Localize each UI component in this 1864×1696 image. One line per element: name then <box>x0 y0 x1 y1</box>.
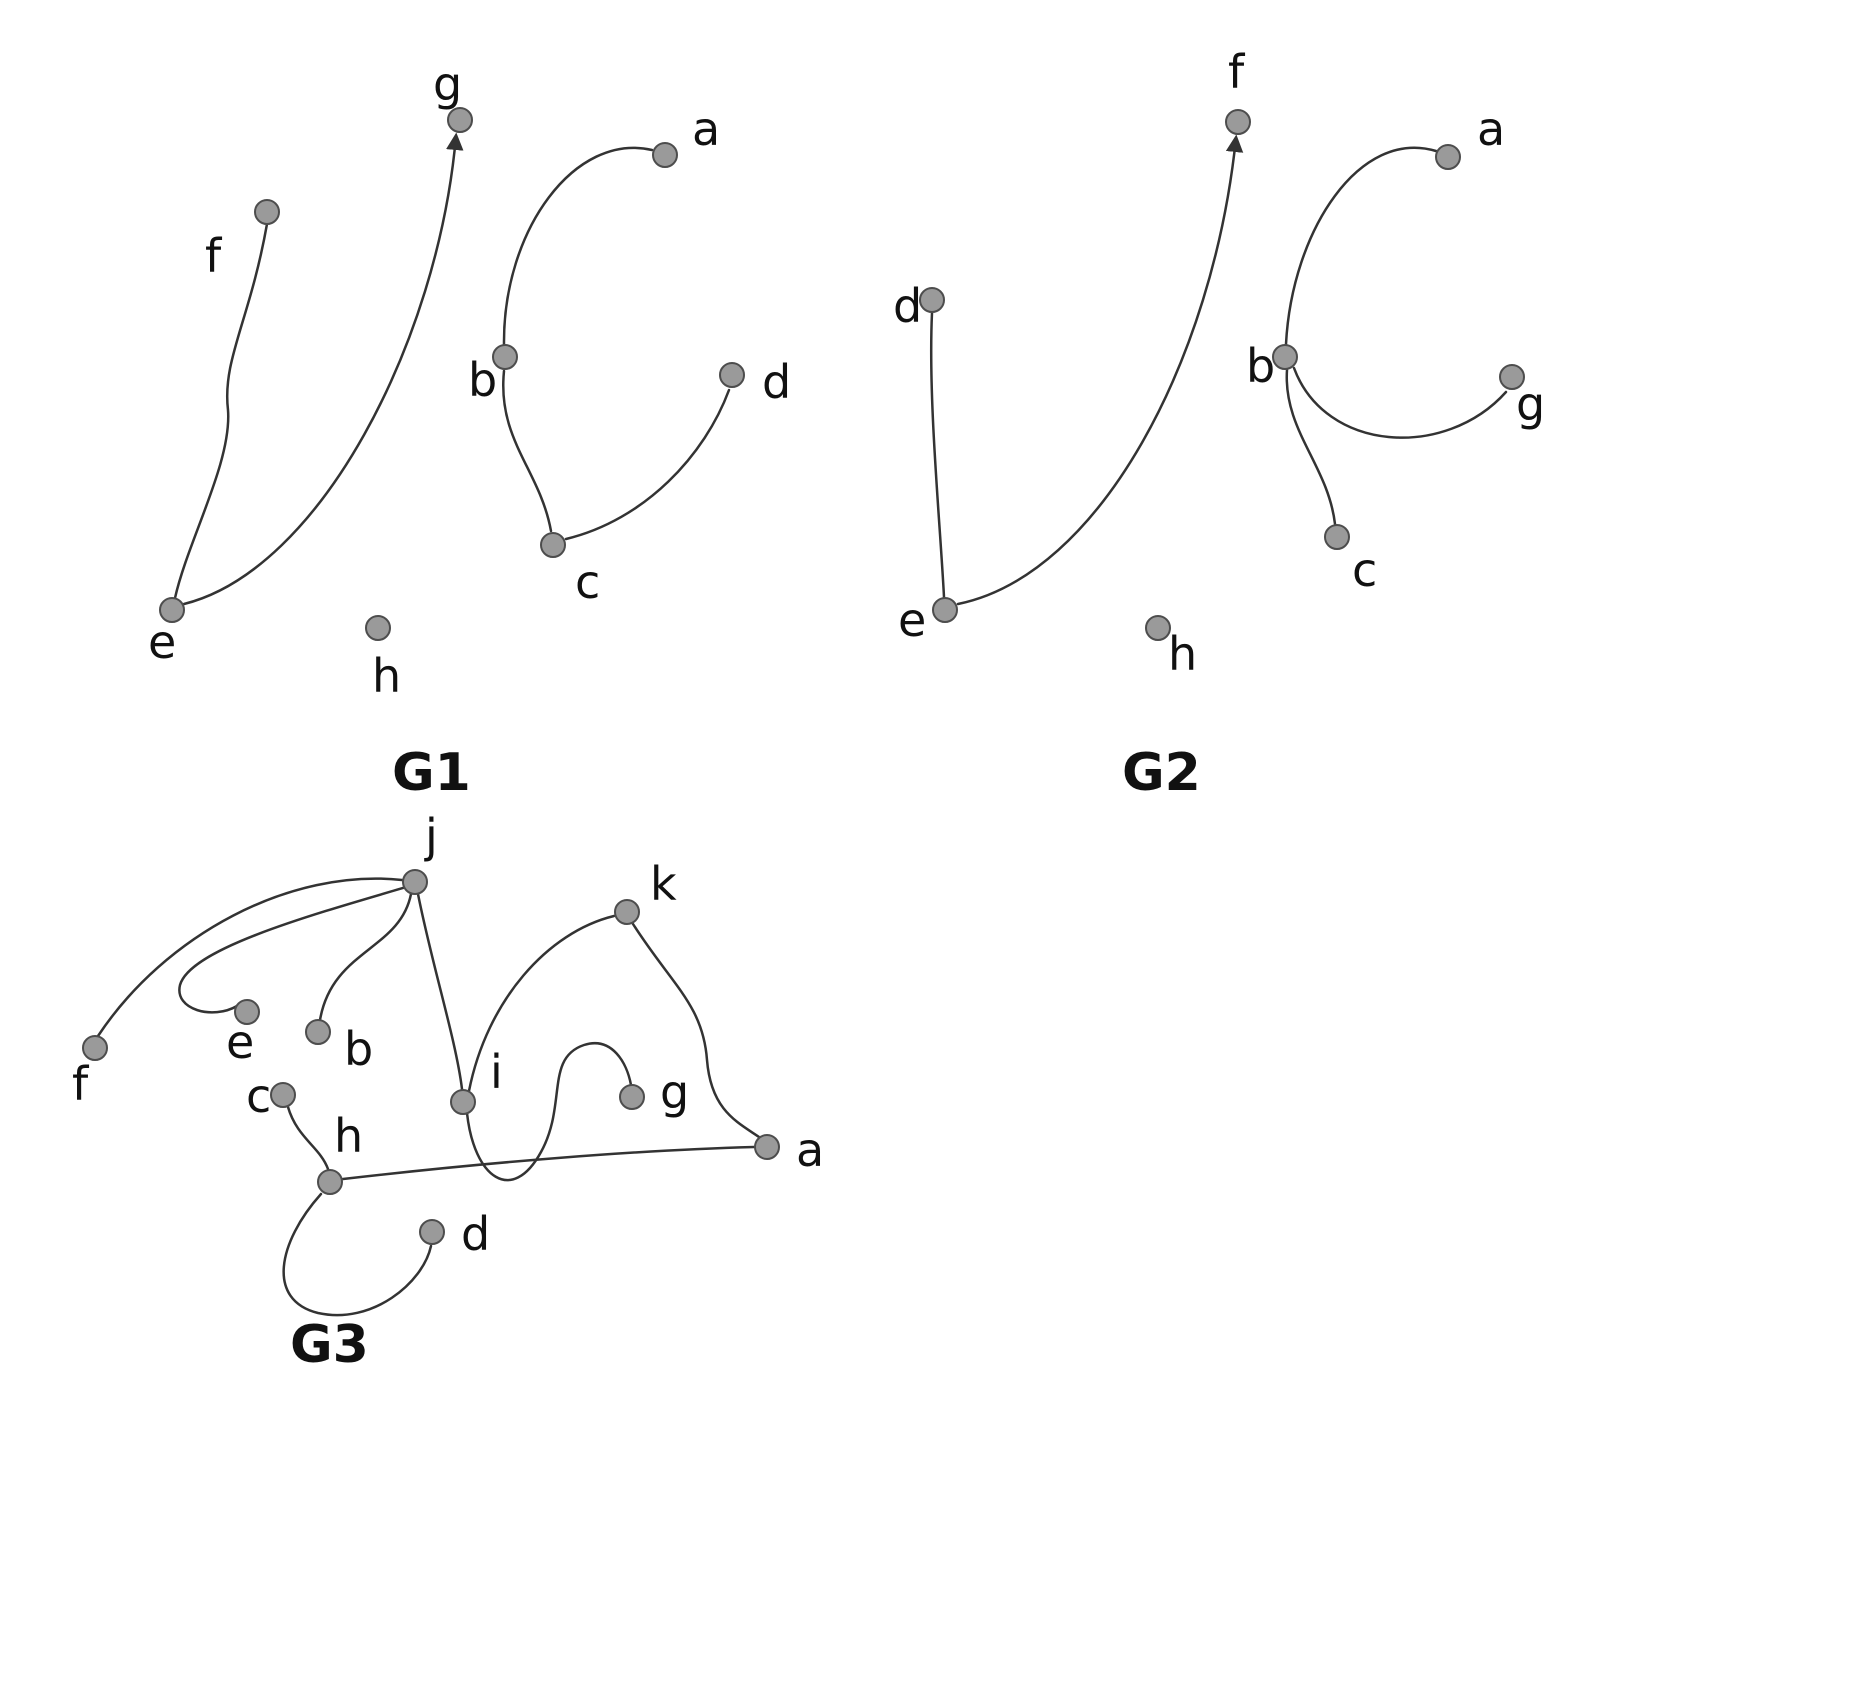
node-g3-k <box>614 899 640 925</box>
node-g2-c <box>1324 524 1350 550</box>
edge-g1-a-b <box>502 146 654 346</box>
edge-g3-j-b <box>318 892 413 1022</box>
node-g2-f <box>1225 109 1251 135</box>
node-label-g3-j: j <box>424 809 438 863</box>
node-g3-b <box>305 1019 331 1045</box>
edge-g2-b-c <box>1285 368 1337 526</box>
node-label-g1-e: e <box>148 615 176 669</box>
edge-g1-f-e <box>173 222 269 600</box>
edge-g3-c-h <box>286 1105 330 1171</box>
node-label-g3-i: i <box>490 1045 503 1099</box>
node-label-g3-d: d <box>461 1207 490 1261</box>
node-label-g1-c: c <box>575 555 600 609</box>
edge-g3-h-d <box>282 1192 433 1317</box>
node-label-g1-h: h <box>372 649 401 703</box>
graph-g1: g f a b d c e hG1 <box>148 57 791 803</box>
node-g2-a <box>1435 144 1461 170</box>
edge-g1-c-d <box>564 388 731 541</box>
node-g3-g <box>619 1084 645 1110</box>
node-g1-e <box>159 597 185 623</box>
node-g3-c <box>270 1082 296 1108</box>
edge-g2-b-g <box>1292 366 1508 439</box>
node-label-g2-g: g <box>1516 377 1545 431</box>
node-label-g1-f: f <box>205 229 223 283</box>
node-g1-b <box>492 344 518 370</box>
node-g1-d <box>719 362 745 388</box>
node-label-g2-f: f <box>1228 45 1246 99</box>
node-label-g2-b: b <box>1246 339 1275 393</box>
node-g2-h <box>1145 615 1171 641</box>
node-label-g3-e: e <box>226 1015 254 1069</box>
node-g3-f <box>82 1035 108 1061</box>
node-g3-a <box>754 1134 780 1160</box>
edge-g3-j-e <box>178 886 405 1014</box>
node-label-g3-b: b <box>344 1022 373 1076</box>
edge-g3-k-a <box>631 922 761 1139</box>
node-g3-j <box>402 869 428 895</box>
node-g1-a <box>652 142 678 168</box>
edge-g1-b-c <box>501 369 553 533</box>
edge-g3-j-f <box>96 877 404 1038</box>
node-label-g1-g: g <box>433 57 462 111</box>
node-label-g3-a: a <box>796 1123 824 1177</box>
edge-g3-j-i <box>416 892 464 1091</box>
node-g2-d <box>919 287 945 313</box>
edge-g2-d-e <box>929 311 946 599</box>
node-label-g3-f: f <box>72 1057 90 1111</box>
node-label-g2-c: c <box>1352 543 1377 597</box>
node-g2-g <box>1499 364 1525 390</box>
node-label-g2-e: e <box>898 593 926 647</box>
node-g3-e <box>234 999 260 1025</box>
node-g2-e <box>932 597 958 623</box>
node-g1-g <box>447 107 473 133</box>
edge-g1-e-g <box>182 132 464 606</box>
node-label-g1-a: a <box>692 102 720 156</box>
edge-g3-i-g <box>465 1042 633 1182</box>
node-g3-d <box>419 1219 445 1245</box>
node-g1-c <box>540 532 566 558</box>
edge-g3-i-k <box>467 914 616 1093</box>
edge-g2-e-f <box>956 134 1244 606</box>
node-g2-b <box>1272 344 1298 370</box>
node-g1-f <box>254 199 280 225</box>
graph-caption-g3: G3 <box>290 1315 369 1375</box>
node-label-g2-h: h <box>1168 627 1197 681</box>
graph-g2: f a d b g c e hG2 <box>893 45 1545 803</box>
node-g3-i <box>450 1089 476 1115</box>
node-label-g1-b: b <box>468 353 497 407</box>
node-label-g3-g: g <box>660 1065 689 1119</box>
graph-g3: j k f e b i g c h a dG3 <box>72 809 824 1375</box>
node-g3-h <box>317 1169 343 1195</box>
node-label-g3-c: c <box>246 1069 271 1123</box>
node-label-g3-h: h <box>334 1109 363 1163</box>
node-label-g2-a: a <box>1477 102 1505 156</box>
node-label-g1-d: d <box>762 355 791 409</box>
graph-caption-g2: G2 <box>1122 743 1201 803</box>
graph-caption-g1: G1 <box>392 743 471 803</box>
node-g1-h <box>365 615 391 641</box>
node-label-g3-k: k <box>650 857 677 911</box>
edge-g3-h-a <box>341 1145 756 1181</box>
node-label-g2-d: d <box>893 279 922 333</box>
edge-g2-a-b <box>1284 146 1438 346</box>
